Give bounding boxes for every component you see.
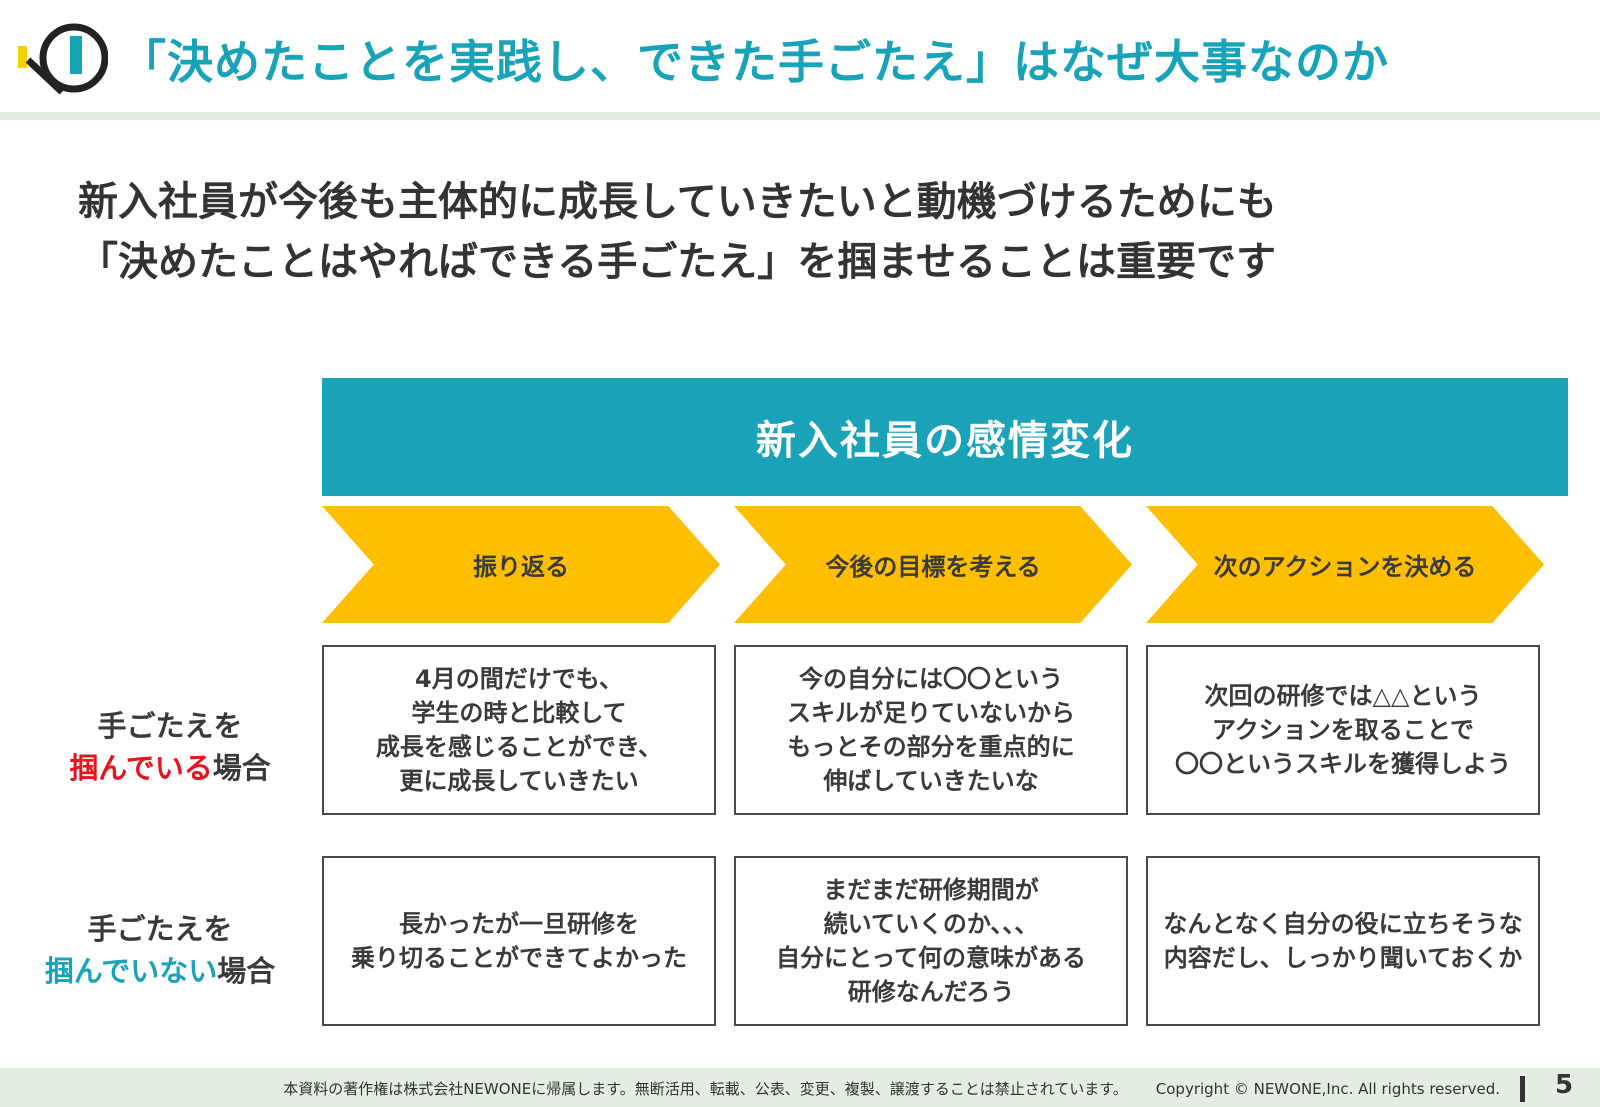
row-label-line: 手ごたえを bbox=[97, 709, 243, 743]
row-label-line-2: 掴んでいる場合 bbox=[20, 747, 320, 789]
copyright-line: Copyright © NEWONE,Inc. All rights reser… bbox=[1155, 1080, 1500, 1098]
row-label-suffix: 場合 bbox=[212, 751, 271, 785]
page-title: 「決めたことを実践し、できた手ごたえ」はなぜ大事なのか bbox=[120, 35, 1389, 89]
cell-line: 続いていくのか、、、 bbox=[823, 910, 1039, 938]
row-label-line-2: 掴んでいない場合 bbox=[0, 950, 320, 992]
cell-grasped-action: 次回の研修では△△という アクションを取ることで 〇〇というスキルを獲得しよう bbox=[1146, 645, 1540, 815]
cell-line: 成長を感じることができ、 bbox=[375, 733, 663, 761]
title-divider bbox=[0, 112, 1600, 120]
cell-line: 〇〇というスキルを獲得しよう bbox=[1175, 750, 1511, 778]
row-label-highlight: 掴んでいる bbox=[69, 751, 213, 785]
cell-line: 長かったが一旦研修を bbox=[399, 910, 639, 938]
row-label-highlight: 掴んでいない bbox=[44, 954, 218, 988]
cell-line: 4月の間だけでも、 bbox=[415, 665, 623, 693]
cell-grasped-goals: 今の自分には〇〇という スキルが足りていないから もっとその部分を重点的に 伸ば… bbox=[734, 645, 1128, 815]
cell-line: 学生の時と比較して bbox=[411, 699, 627, 727]
page-number: 5 bbox=[1555, 1070, 1574, 1100]
cell-line: 次回の研修では△△という bbox=[1204, 682, 1482, 710]
step-chevron-set-goals: 今後の目標を考える bbox=[734, 506, 1132, 623]
row-label-grasped: 手ごたえを 掴んでいる場合 bbox=[20, 705, 320, 789]
cell-line: 研修なんだろう bbox=[847, 978, 1015, 1006]
cell-line: 伸ばしていきたいな bbox=[823, 767, 1039, 795]
lead-message: 新入社員が今後も主体的に成長していきたいと動機づけるためにも 「決めたことはやれ… bbox=[78, 172, 1548, 292]
cell-line: 自分にとって何の意味がある bbox=[775, 944, 1087, 972]
cell-line: 乗り切ることができてよかった bbox=[351, 944, 687, 972]
lead-line-1: 新入社員が今後も主体的に成長していきたいと動機づけるためにも bbox=[78, 179, 1277, 225]
logo-yellow-mark bbox=[18, 46, 27, 68]
emotion-change-banner: 新入社員の感情変化 bbox=[322, 378, 1568, 496]
step-chevron-reflect: 振り返る bbox=[322, 506, 720, 623]
cell-not-grasped-reflect: 長かったが一旦研修を 乗り切ることができてよかった bbox=[322, 856, 716, 1026]
logo-slash bbox=[25, 57, 65, 95]
cell-not-grasped-goals: まだまだ研修期間が 続いていくのか、、、 自分にとって何の意味がある 研修なんだ… bbox=[734, 856, 1128, 1026]
cell-grasped-reflect: 4月の間だけでも、 学生の時と比較して 成長を感じることができ、 更に成長してい… bbox=[322, 645, 716, 815]
cell-line: スキルが足りていないから bbox=[787, 699, 1075, 727]
footer: 本資料の著作権は株式会社NEWONEに帰属します。無断活用、転載、公表、変更、複… bbox=[0, 1068, 1600, 1107]
row-label-not-grasped: 手ごたえを 掴んでいない場合 bbox=[0, 908, 320, 992]
footer-divider bbox=[1520, 1076, 1525, 1102]
cell-line: アクションを取ることで bbox=[1211, 716, 1475, 744]
cell-line: もっとその部分を重点的に bbox=[787, 733, 1075, 761]
footer-text: 本資料の著作権は株式会社NEWONEに帰属します。無断活用、転載、公表、変更、複… bbox=[283, 1078, 1500, 1099]
copyright-notice: 本資料の著作権は株式会社NEWONEに帰属します。無断活用、転載、公表、変更、複… bbox=[283, 1080, 1128, 1098]
cell-line: まだまだ研修期間が bbox=[823, 876, 1039, 904]
lead-line-2: 「決めたことはやればできる手ごたえ」を掴ませることは重要です bbox=[78, 239, 1276, 285]
cell-not-grasped-action: なんとなく自分の役に立ちそうな 内容だし、しっかり聞いておくか bbox=[1146, 856, 1540, 1026]
logo-teal-bar bbox=[70, 36, 82, 74]
cell-line: 内容だし、しっかり聞いておくか bbox=[1163, 944, 1523, 972]
row-label-line: 手ごたえを bbox=[87, 912, 233, 946]
logo-ring bbox=[39, 23, 108, 93]
cell-line: 今の自分には〇〇という bbox=[799, 665, 1063, 693]
cell-line: なんとなく自分の役に立ちそうな bbox=[1163, 910, 1523, 938]
row-label-suffix: 場合 bbox=[217, 954, 276, 988]
step-chevron-decide-action: 次のアクションを決める bbox=[1146, 506, 1544, 623]
company-logo bbox=[18, 23, 108, 95]
cell-line: 更に成長していきたい bbox=[399, 767, 639, 795]
